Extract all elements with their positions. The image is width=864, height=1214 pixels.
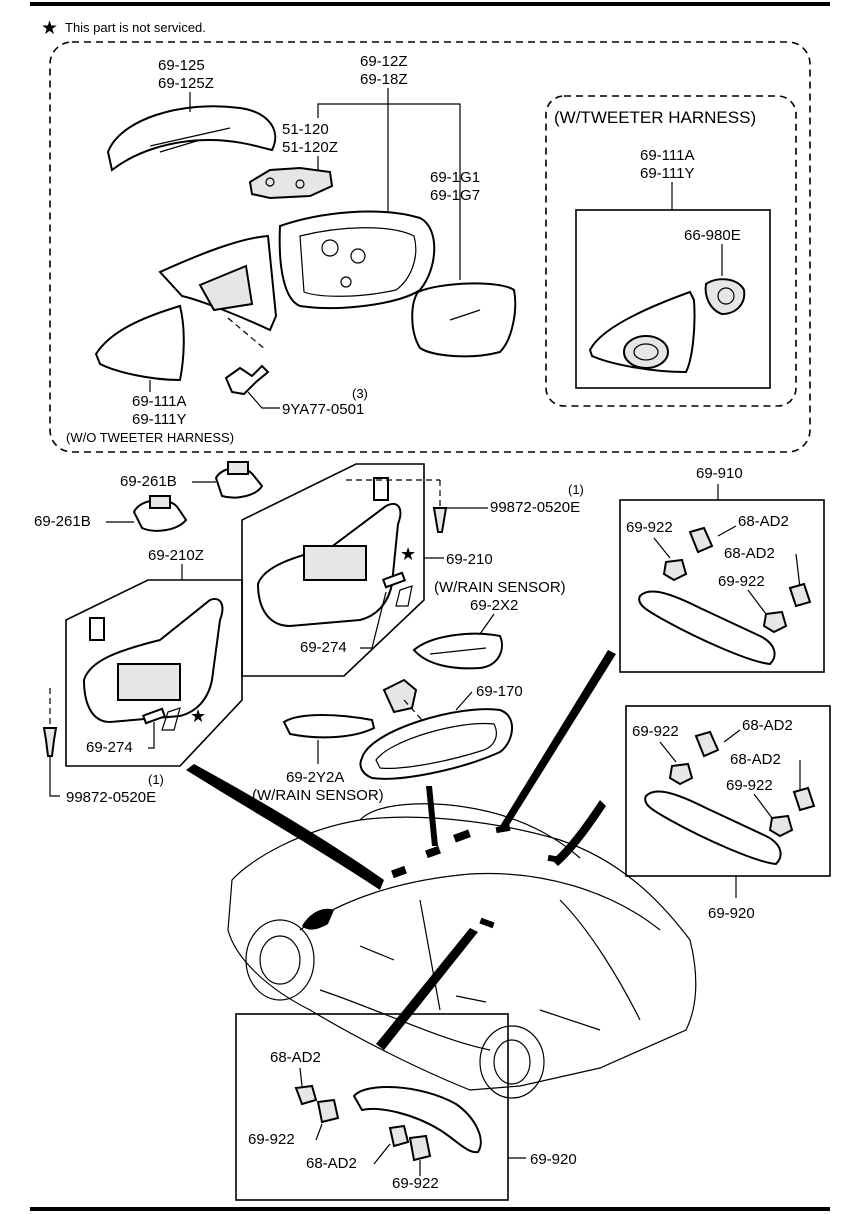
glass-label-1: 69-1G1 bbox=[430, 169, 480, 186]
screw-qty-bottom: (1) bbox=[148, 772, 164, 787]
grip-bottom-label-3: 68-AD2 bbox=[306, 1155, 357, 1172]
star-icon-left: ★ bbox=[190, 706, 206, 727]
grip-top-label-3: 68-AD2 bbox=[724, 545, 775, 562]
tweeter-frame bbox=[545, 95, 797, 407]
grip-mid-frame bbox=[625, 705, 831, 877]
cover-label-bottom: 69-2Y2A bbox=[286, 769, 344, 786]
grip-bottom-label-2: 69-922 bbox=[248, 1131, 295, 1148]
screw-top bbox=[432, 480, 448, 533]
mirror-bolt bbox=[224, 317, 270, 396]
visor-left-frame bbox=[65, 579, 243, 767]
mirror-motor bbox=[248, 166, 334, 200]
grip-top bbox=[638, 526, 812, 666]
tweeter-garnish-label-1: 69-111A bbox=[640, 147, 695, 164]
pointer-grip-mid bbox=[552, 800, 606, 866]
bottom-rule bbox=[30, 1207, 830, 1211]
cover-label-1: 69-125 bbox=[158, 57, 205, 74]
bolt-label: 9YA77-0501 bbox=[282, 401, 364, 418]
grip-mid bbox=[644, 730, 816, 866]
motor-label-1: 51-120 bbox=[282, 121, 329, 138]
lamp-label-right: 69-274 bbox=[300, 639, 347, 656]
header-note: ★ This part is not serviced. bbox=[41, 17, 206, 39]
cover-label-top: 69-2X2 bbox=[470, 597, 518, 614]
lamp-left bbox=[141, 707, 181, 731]
grip-top-label-1: 69-922 bbox=[626, 519, 673, 536]
holder-clip-2 bbox=[132, 495, 188, 532]
holder-label-2: 69-261B bbox=[34, 513, 91, 530]
grip-mid-label-3: 68-AD2 bbox=[730, 751, 781, 768]
grip-bottom bbox=[294, 1084, 482, 1162]
car-illustration bbox=[227, 803, 697, 1099]
mirror-housing bbox=[158, 210, 436, 332]
sensor-cover-bottom bbox=[282, 714, 376, 739]
holder-clip-1 bbox=[214, 461, 264, 499]
pointer-grip-bottom bbox=[376, 928, 478, 1050]
top-rule bbox=[30, 2, 830, 6]
mirror-garnish bbox=[94, 304, 185, 382]
grip-bottom-label-4: 69-922 bbox=[392, 1175, 439, 1192]
garnish-label-2: 69-111Y bbox=[132, 411, 187, 428]
grip-mid-label-2: 68-AD2 bbox=[742, 717, 793, 734]
bolt-qty: (3) bbox=[352, 386, 368, 401]
tweeter-garnish bbox=[588, 290, 696, 374]
tweeter-inner-frame bbox=[575, 209, 771, 389]
tweeter-part-label: 66-980E bbox=[684, 227, 741, 244]
sensor-cover-top bbox=[412, 632, 503, 670]
visor-right-frame bbox=[241, 463, 425, 677]
mirror-cover bbox=[106, 105, 277, 172]
rearview-mirror bbox=[359, 708, 513, 780]
visor-left bbox=[82, 598, 224, 724]
rearview-mirror-label: 69-170 bbox=[476, 683, 523, 700]
tweeter-garnish-label-2: 69-111Y bbox=[640, 165, 695, 182]
pointer-mirror bbox=[426, 786, 438, 846]
lamp-label-left: 69-274 bbox=[86, 739, 133, 756]
holder-label-1: 69-261B bbox=[120, 473, 177, 490]
grip-mid-label-4: 69-922 bbox=[726, 777, 773, 794]
screw-qty-top: (1) bbox=[568, 482, 584, 497]
assembly-label-1: 69-12Z bbox=[360, 53, 408, 70]
visor-left-label: 69-210Z bbox=[148, 547, 204, 564]
lamp-right bbox=[381, 571, 413, 607]
motor-label-2: 51-120Z bbox=[282, 139, 338, 156]
rain-sensor-note-top: (W/RAIN SENSOR) bbox=[434, 579, 566, 596]
screw-bottom bbox=[42, 688, 58, 757]
assembly-label-2: 69-18Z bbox=[360, 71, 408, 88]
garnish-label-1: 69-111A bbox=[132, 393, 187, 410]
grip-mid-assembly-label: 69-920 bbox=[708, 905, 755, 922]
tweeter-title: (W/TWEETER HARNESS) bbox=[554, 108, 756, 127]
star-icon-right: ★ bbox=[400, 544, 416, 565]
pointer-visor bbox=[186, 764, 384, 890]
grip-top-label-2: 68-AD2 bbox=[738, 513, 789, 530]
visor-right-label: 69-210 bbox=[446, 551, 493, 568]
wo-tweeter-note: (W/O TWEETER HARNESS) bbox=[66, 430, 234, 445]
grip-bottom-label-1: 68-AD2 bbox=[270, 1049, 321, 1066]
tweeter-speaker bbox=[704, 278, 746, 316]
cover-label-2: 69-125Z bbox=[158, 75, 214, 92]
pointer-grip-top bbox=[500, 650, 616, 830]
grip-top-frame bbox=[619, 499, 825, 673]
not-serviced-note: This part is not serviced. bbox=[65, 20, 206, 35]
grip-top-assembly-label: 69-910 bbox=[696, 465, 743, 482]
screw-label-top: 99872-0520E bbox=[490, 499, 580, 516]
mirror-glass bbox=[411, 282, 517, 358]
grip-mid-label-1: 69-922 bbox=[632, 723, 679, 740]
rain-sensor-note-bottom: (W/RAIN SENSOR) bbox=[252, 787, 384, 804]
grip-bottom-assembly-label: 69-920 bbox=[530, 1151, 577, 1168]
glass-label-2: 69-1G7 bbox=[430, 187, 480, 204]
visor-right bbox=[256, 477, 402, 628]
grip-top-label-4: 69-922 bbox=[718, 573, 765, 590]
screw-label-bottom: 99872-0520E bbox=[66, 789, 156, 806]
grip-bottom-frame bbox=[235, 1013, 509, 1201]
star-icon: ★ bbox=[41, 17, 58, 39]
